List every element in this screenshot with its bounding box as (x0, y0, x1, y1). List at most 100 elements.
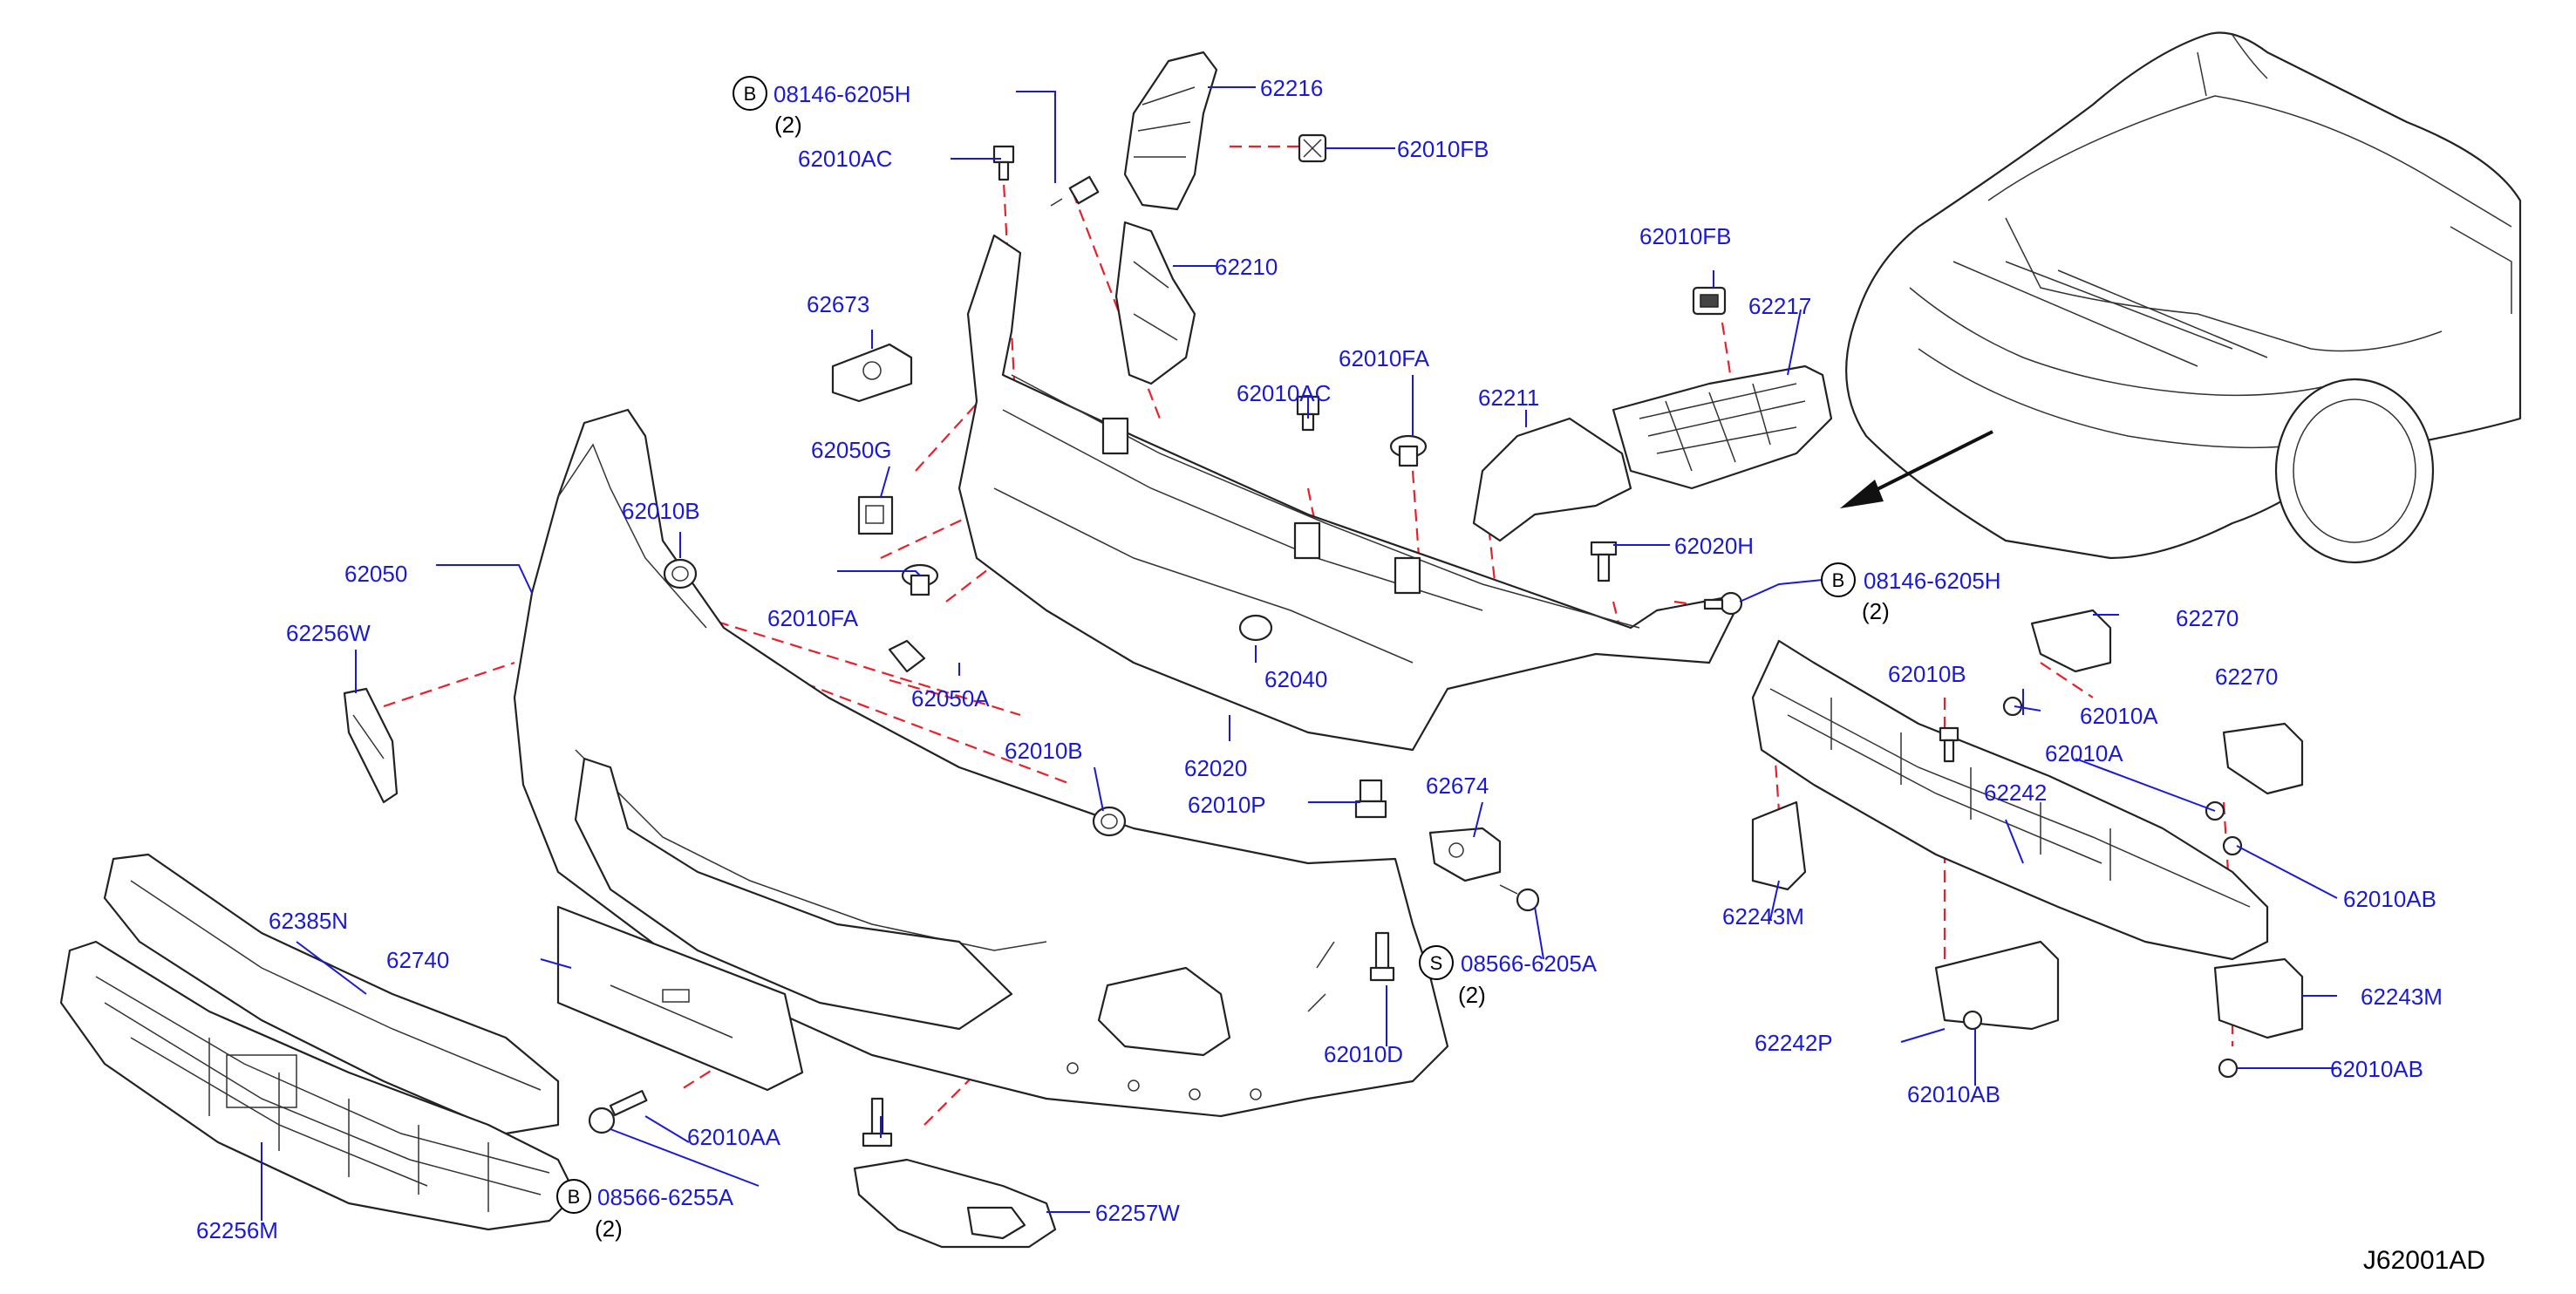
label-62211[interactable]: 62211 (1478, 385, 1539, 411)
label-62010b-mid[interactable]: 62010B (1005, 738, 1083, 764)
bracket-62270-top (2030, 609, 2112, 673)
label-62010ab-1[interactable]: 62010AB (2343, 886, 2436, 912)
label-62257w[interactable]: 62257W (1095, 1200, 1180, 1226)
marker-s-text: S (1430, 952, 1443, 974)
label-62050a[interactable]: 62050A (911, 685, 990, 712)
label-62010fa-left[interactable]: 62010FA (767, 605, 859, 631)
bracket-62210 (1114, 221, 1196, 385)
bumper-fascia-62050 (513, 408, 1449, 1118)
label-62270[interactable]: 62270 (2176, 605, 2239, 631)
label-62210[interactable]: 62210 (1215, 254, 1278, 280)
bracket-62050a (888, 639, 926, 673)
bracket-62050g (857, 495, 894, 535)
label-62050[interactable]: 62050 (344, 561, 407, 587)
bolt-62020h (1590, 541, 1618, 582)
reinforcement-62020 (957, 234, 1737, 752)
bracket-62243m-left (1751, 800, 1807, 891)
screw-62010d (1369, 931, 1395, 982)
label-62674[interactable]: 62674 (1426, 773, 1489, 799)
label-62010fa-mid[interactable]: 62010FA (1339, 345, 1430, 371)
moulding-62385n (103, 853, 560, 1135)
label-62010a-2[interactable]: 62010A (2045, 740, 2123, 766)
marker-b-right: B (1821, 562, 1856, 597)
label-62242p[interactable]: 62242P (1755, 1030, 1833, 1056)
label-08146-6205h-top[interactable]: 08146-6205H (773, 81, 911, 107)
label-62020[interactable]: 62020 (1184, 755, 1247, 781)
bracket-62242p (1934, 940, 2060, 1031)
marker-b-top: B (733, 76, 767, 111)
label-62740[interactable]: 62740 (386, 947, 449, 973)
label-62243m-left[interactable]: 62243M (1722, 903, 1804, 930)
label-62010fb-top[interactable]: 62010FB (1397, 136, 1489, 162)
qty-08566-6255a: (2) (595, 1216, 623, 1242)
clip-62010fb-right (1692, 286, 1727, 316)
clip-62010ac-mid (1296, 395, 1320, 432)
label-62270-cut[interactable]: 62270 (2215, 664, 2278, 690)
diagram-code: J62001AD (2363, 1246, 2485, 1275)
bracket-62674 (1428, 827, 1502, 882)
label-62256m[interactable]: 62256M (196, 1217, 278, 1243)
screw-08566-6255a (588, 1089, 648, 1134)
bracket-62211 (1472, 417, 1632, 542)
bolt-08146-top (1050, 175, 1100, 207)
label-08566-6205a[interactable]: 08566-6205A (1461, 950, 1598, 977)
label-62242[interactable]: 62242 (1984, 780, 2047, 806)
screw-62010aa (862, 1097, 893, 1148)
label-62217[interactable]: 62217 (1748, 293, 1811, 319)
label-62040[interactable]: 62040 (1264, 666, 1327, 692)
label-62256w[interactable]: 62256W (286, 620, 371, 646)
label-62673[interactable]: 62673 (807, 291, 869, 317)
label-62010ab-2[interactable]: 62010AB (1907, 1081, 2000, 1107)
bolts-right-group (1939, 696, 2243, 1079)
clip-62010fa-left (901, 563, 939, 596)
label-62010aa[interactable]: 62010AA (687, 1124, 781, 1150)
bezel-62257w (853, 1158, 1057, 1249)
marker-b-bottom-text: B (568, 1186, 581, 1208)
label-62385n[interactable]: 62385N (269, 908, 348, 934)
qty-08146-6205h-top: (2) (774, 112, 802, 138)
marker-b-right-text: B (1832, 569, 1845, 591)
marker-b-top-text: B (744, 83, 757, 105)
trim-62256w (343, 687, 399, 804)
qty-08566-6205a: (2) (1458, 982, 1486, 1008)
label-62010ac-top[interactable]: 62010AC (798, 146, 892, 172)
label-62020h[interactable]: 62020H (1674, 533, 1754, 559)
clip-62040 (1238, 614, 1273, 642)
leader-lines (261, 86, 2338, 1221)
screw-08566-6205a (1499, 884, 1540, 912)
bracket-62216 (1123, 51, 1218, 211)
bracket-62270-right (2222, 722, 2304, 795)
mount-62010b-mid (1092, 806, 1127, 837)
sensor-62673 (831, 343, 913, 403)
bracket-62217 (1612, 364, 1833, 490)
qty-08146-6205h-right: (2) (1862, 598, 1890, 624)
label-62216[interactable]: 62216 (1260, 75, 1323, 101)
label-62010ac-mid[interactable]: 62010AC (1237, 380, 1331, 406)
bolt-62010ac-top (992, 145, 1015, 181)
label-08566-6255a[interactable]: 08566-6255A (597, 1184, 734, 1210)
label-62243m-right[interactable]: 62243M (2361, 984, 2443, 1010)
marker-b-bottom: B (556, 1179, 591, 1214)
label-62050g[interactable]: 62050G (811, 437, 892, 463)
label-62010b-cut[interactable]: 62010B (1888, 661, 1966, 687)
license-bracket-62740 (556, 905, 804, 1092)
part-labels: 08146-6205H (2) 62216 62010AC 62010FB 62… (196, 75, 2443, 1243)
label-62010b-left[interactable]: 62010B (622, 498, 700, 524)
clip-62010p (1354, 779, 1387, 819)
marker-s: S (1419, 945, 1454, 980)
label-62010ab-3[interactable]: 62010AB (2330, 1056, 2423, 1082)
clip-62010fa-mid (1389, 434, 1428, 467)
label-62010d[interactable]: 62010D (1324, 1041, 1403, 1067)
clip-62010fb-top (1298, 133, 1327, 163)
bolt-08146-right (1703, 591, 1743, 616)
label-62010p[interactable]: 62010P (1188, 792, 1266, 818)
bracket-62243m-right (2213, 957, 2304, 1039)
label-62010a-1[interactable]: 62010A (2080, 703, 2158, 729)
mount-62010b-left (663, 558, 698, 589)
label-08146-6205h-right[interactable]: 08146-6205H (1864, 568, 2001, 594)
direction-arrow (1840, 430, 1993, 508)
label-62010fb-right[interactable]: 62010FB (1639, 223, 1732, 249)
vehicle-illustration (1845, 31, 2522, 564)
reinforcement-62242 (1751, 639, 2269, 961)
